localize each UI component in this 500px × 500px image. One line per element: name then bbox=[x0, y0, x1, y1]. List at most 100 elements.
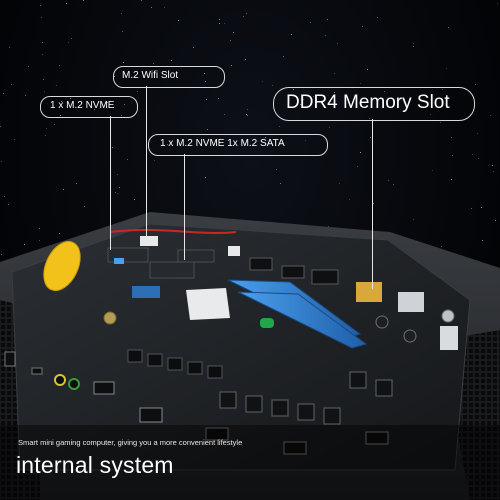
star bbox=[247, 109, 248, 110]
star bbox=[117, 174, 118, 175]
front-io-ports bbox=[4, 351, 389, 455]
star bbox=[206, 99, 207, 100]
star bbox=[432, 170, 433, 171]
star bbox=[42, 54, 43, 55]
io-headers bbox=[249, 257, 458, 350]
star bbox=[107, 102, 108, 103]
star bbox=[413, 43, 414, 44]
callout-nvme-pill bbox=[40, 96, 138, 118]
callout-wifi-pill bbox=[113, 66, 225, 88]
star bbox=[219, 19, 220, 20]
star bbox=[127, 159, 128, 160]
star bbox=[4, 196, 5, 197]
star bbox=[305, 140, 306, 141]
star bbox=[54, 124, 55, 125]
star bbox=[60, 115, 61, 116]
star bbox=[369, 118, 370, 119]
star bbox=[218, 98, 219, 99]
pcb-board bbox=[11, 223, 471, 471]
ddr4-slots bbox=[227, 279, 368, 349]
callout-nvme-sata-leader bbox=[184, 154, 185, 260]
star bbox=[114, 76, 115, 77]
star bbox=[39, 240, 40, 241]
star bbox=[440, 122, 441, 123]
star bbox=[164, 7, 165, 8]
star bbox=[224, 114, 225, 115]
star bbox=[83, 0, 84, 1]
star bbox=[497, 3, 498, 4]
callout-nvme-leader bbox=[110, 116, 111, 250]
star bbox=[272, 85, 273, 86]
star bbox=[111, 101, 112, 102]
cmos-battery bbox=[43, 240, 81, 292]
star bbox=[472, 154, 473, 155]
capacitors bbox=[103, 309, 455, 343]
star bbox=[247, 115, 248, 116]
star bbox=[219, 23, 220, 24]
star bbox=[153, 63, 154, 64]
star bbox=[448, 27, 449, 28]
star bbox=[262, 81, 263, 82]
star bbox=[244, 145, 245, 146]
star bbox=[310, 22, 311, 23]
star bbox=[41, 17, 42, 18]
callout-nvme-sata-label: 1 x M.2 NVME 1x M.2 SATA bbox=[160, 138, 285, 149]
star bbox=[9, 47, 10, 48]
star bbox=[167, 144, 168, 145]
star bbox=[477, 133, 478, 134]
star bbox=[24, 244, 25, 245]
star bbox=[293, 89, 294, 90]
star bbox=[124, 104, 125, 105]
star bbox=[446, 68, 447, 69]
wifi-connector bbox=[109, 229, 240, 256]
star bbox=[334, 92, 335, 93]
star bbox=[339, 183, 340, 184]
star bbox=[204, 73, 205, 74]
star bbox=[40, 5, 41, 6]
star bbox=[11, 84, 12, 85]
callout-ddr4-leader bbox=[372, 119, 373, 289]
star bbox=[171, 60, 172, 61]
star bbox=[243, 16, 244, 17]
star bbox=[280, 183, 281, 184]
star bbox=[233, 32, 234, 33]
star bbox=[334, 73, 335, 74]
star bbox=[492, 165, 493, 166]
star bbox=[28, 66, 29, 67]
star bbox=[367, 69, 368, 70]
star bbox=[360, 83, 361, 84]
star bbox=[207, 129, 208, 130]
star bbox=[337, 43, 338, 44]
star bbox=[84, 206, 85, 207]
star bbox=[430, 114, 431, 115]
star bbox=[360, 152, 361, 153]
star bbox=[246, 114, 247, 115]
callout-nvme-label: 1 x M.2 NVME bbox=[50, 100, 115, 111]
callout-ddr4-pill bbox=[273, 87, 475, 121]
star bbox=[451, 179, 452, 180]
star bbox=[393, 184, 394, 185]
star bbox=[42, 42, 43, 43]
star bbox=[471, 208, 472, 209]
star bbox=[122, 31, 123, 32]
star bbox=[265, 137, 266, 138]
star bbox=[452, 155, 453, 156]
star bbox=[8, 204, 9, 205]
star bbox=[441, 246, 442, 247]
star bbox=[283, 56, 284, 57]
star bbox=[205, 177, 206, 178]
star bbox=[115, 192, 116, 193]
star bbox=[0, 126, 1, 127]
star bbox=[475, 84, 476, 85]
star bbox=[44, 91, 45, 92]
star bbox=[76, 183, 77, 184]
star bbox=[245, 59, 246, 60]
callout-ddr4-label: DDR4 Memory Slot bbox=[286, 92, 450, 113]
star bbox=[117, 193, 118, 194]
callout-nvme-sata-pill bbox=[148, 134, 328, 156]
star bbox=[303, 99, 304, 100]
star bbox=[373, 203, 374, 204]
star bbox=[451, 137, 452, 138]
star bbox=[112, 147, 113, 148]
star bbox=[495, 220, 496, 221]
